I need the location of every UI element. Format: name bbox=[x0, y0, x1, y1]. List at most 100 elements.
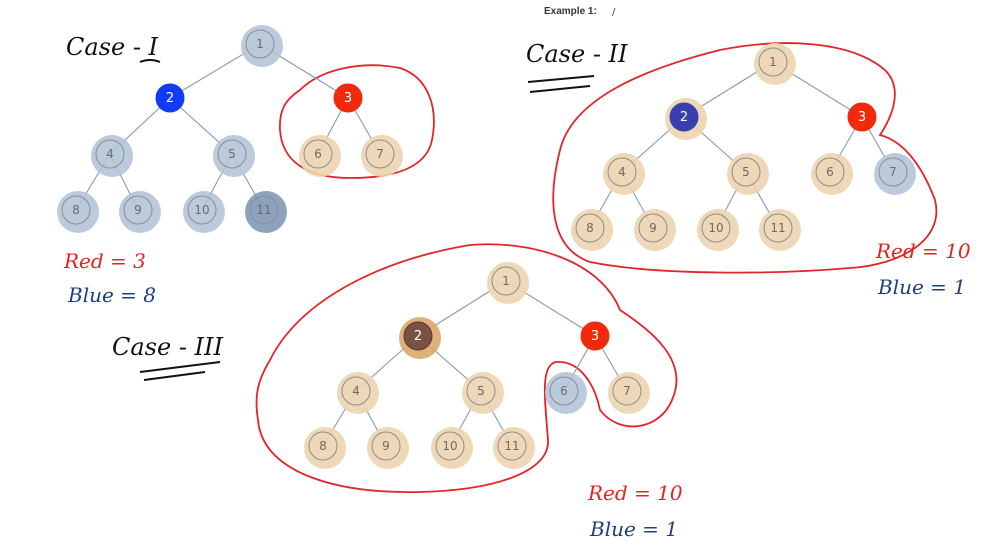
case-2-edges bbox=[589, 61, 894, 229]
tree-node-2: 2 bbox=[399, 317, 441, 359]
tree-node-3: 3 bbox=[847, 102, 877, 132]
node-label: 3 bbox=[591, 329, 599, 344]
node-circle bbox=[669, 102, 699, 132]
node-highlight bbox=[213, 135, 255, 177]
node-label: 10 bbox=[194, 203, 209, 217]
tree-node-9: 9 bbox=[634, 209, 676, 251]
node-circle bbox=[435, 431, 465, 461]
case-3-blue-count: Blue = 1 bbox=[589, 517, 678, 541]
node-highlight bbox=[431, 427, 473, 469]
node-circle bbox=[815, 157, 845, 187]
node-label: 2 bbox=[166, 91, 174, 106]
tree-node-5: 5 bbox=[727, 153, 769, 195]
node-highlight bbox=[811, 153, 853, 195]
tree-node-8: 8 bbox=[304, 427, 346, 469]
node-label: 3 bbox=[344, 91, 352, 106]
case-3-boundary bbox=[255, 243, 678, 493]
case-3-underline bbox=[139, 361, 221, 381]
node-highlight bbox=[57, 191, 99, 233]
node-label: 4 bbox=[618, 165, 626, 179]
node-highlight bbox=[304, 427, 346, 469]
case-2-boundary bbox=[552, 42, 938, 274]
node-circle bbox=[497, 431, 527, 461]
node-circle bbox=[365, 139, 395, 169]
tree-node-6: 6 bbox=[811, 153, 853, 195]
node-highlight bbox=[119, 191, 161, 233]
case-2-underline bbox=[527, 75, 595, 93]
case-1-label: Case - I bbox=[66, 33, 159, 61]
node-label: 11 bbox=[256, 203, 271, 217]
node-circle bbox=[371, 431, 401, 461]
tree-node-7: 7 bbox=[874, 153, 916, 195]
example-title: Example 1: bbox=[544, 6, 597, 17]
node-label: 10 bbox=[708, 221, 723, 235]
tree-node-6: 6 bbox=[299, 135, 341, 177]
tree-node-11: 11 bbox=[759, 209, 801, 251]
node-highlight bbox=[241, 25, 283, 67]
node-highlight bbox=[759, 209, 801, 251]
node-circle bbox=[758, 47, 788, 77]
node-circle bbox=[123, 195, 153, 225]
node-circle bbox=[763, 213, 793, 243]
node-label: 4 bbox=[352, 384, 360, 398]
node-label: 6 bbox=[826, 165, 834, 179]
node-highlight bbox=[874, 153, 916, 195]
node-circle bbox=[249, 195, 279, 225]
node-circle bbox=[491, 266, 521, 296]
node-circle bbox=[341, 376, 371, 406]
node-circle bbox=[303, 139, 333, 169]
node-label: 1 bbox=[502, 274, 510, 288]
node-circle bbox=[847, 102, 877, 132]
node-circle bbox=[701, 213, 731, 243]
case-1-underline bbox=[139, 59, 161, 63]
tree-node-5: 5 bbox=[462, 372, 504, 414]
tree-node-3: 3 bbox=[333, 83, 363, 113]
node-circle bbox=[575, 213, 605, 243]
node-label: 8 bbox=[586, 221, 594, 235]
node-highlight bbox=[299, 135, 341, 177]
node-label: 7 bbox=[376, 147, 384, 161]
node-label: 1 bbox=[256, 37, 264, 51]
case-2-red-count: Red = 10 bbox=[875, 239, 971, 263]
tree-node-2: 2 bbox=[665, 98, 707, 140]
node-label: 9 bbox=[382, 439, 390, 453]
node-highlight bbox=[545, 372, 587, 414]
node-label: 11 bbox=[504, 439, 519, 453]
node-label: 6 bbox=[314, 147, 322, 161]
node-highlight bbox=[754, 43, 796, 85]
node-label: 5 bbox=[477, 384, 485, 398]
node-circle bbox=[308, 431, 338, 461]
node-label: 7 bbox=[889, 165, 897, 179]
tree-node-7: 7 bbox=[361, 135, 403, 177]
tree-node-9: 9 bbox=[119, 191, 161, 233]
node-circle bbox=[155, 83, 185, 113]
case-3-label: Case - III bbox=[112, 333, 224, 361]
tree-node-2: 2 bbox=[155, 83, 185, 113]
node-label: 9 bbox=[134, 203, 142, 217]
node-label: 7 bbox=[623, 384, 631, 398]
node-circle bbox=[549, 376, 579, 406]
node-circle bbox=[245, 29, 275, 59]
node-highlight bbox=[634, 209, 676, 251]
node-highlight bbox=[487, 262, 529, 304]
node-circle bbox=[878, 157, 908, 187]
tree-node-4: 4 bbox=[603, 153, 645, 195]
tree-node-9: 9 bbox=[367, 427, 409, 469]
node-circle bbox=[217, 139, 247, 169]
case-2-blue-count: Blue = 1 bbox=[877, 275, 966, 299]
tree-node-10: 10 bbox=[431, 427, 473, 469]
node-label: 9 bbox=[649, 221, 657, 235]
tree-node-3: 3 bbox=[580, 321, 610, 351]
tree-node-8: 8 bbox=[571, 209, 613, 251]
node-highlight bbox=[462, 372, 504, 414]
node-circle bbox=[95, 139, 125, 169]
tree-node-10: 10 bbox=[697, 209, 739, 251]
node-label: 3 bbox=[858, 110, 866, 125]
node-highlight bbox=[367, 427, 409, 469]
case-3-edges bbox=[322, 280, 628, 447]
tree-node-11: 11 bbox=[245, 191, 287, 233]
